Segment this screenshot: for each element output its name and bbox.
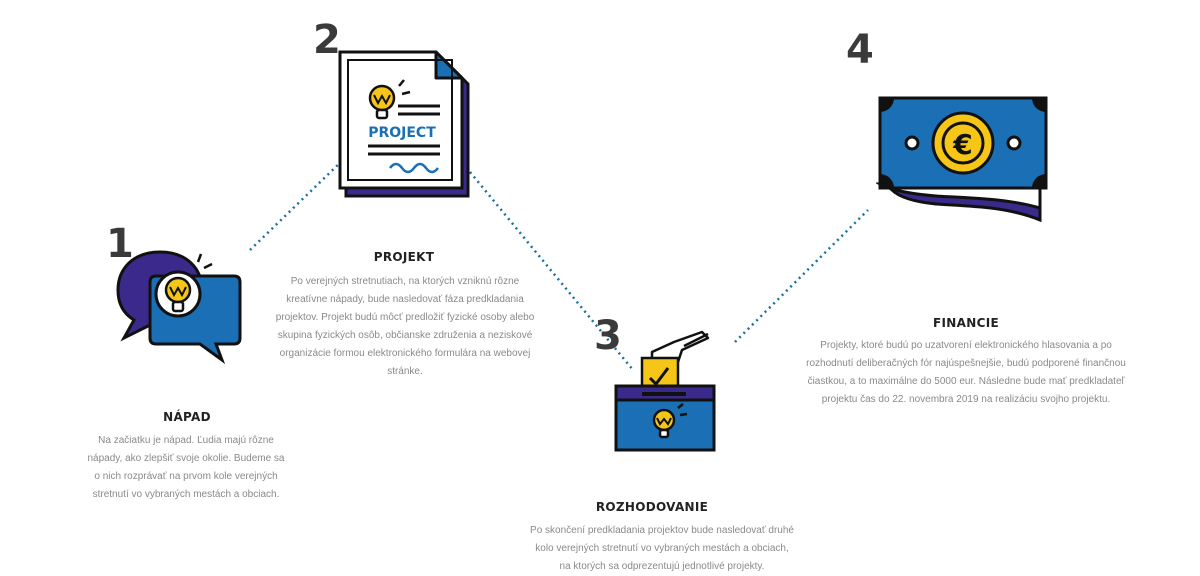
step-1-description: Na začiatku je nápad. Ľudia majú rôzne n… (87, 435, 285, 500)
step-3-number: 3 (594, 313, 622, 359)
euro-symbol: € (952, 128, 972, 161)
ballot-box-icon (614, 330, 716, 452)
step-1-title: NÁPAD (163, 410, 211, 424)
connector-3-4 (734, 209, 869, 343)
step-4-description: Projekty, ktoré budú po uzatvorení elekt… (806, 340, 1126, 405)
step-2-description: Po verejných stretnutiach, na ktorých vz… (275, 276, 535, 377)
project-document-icon: PROJECT (338, 50, 470, 198)
step-2-number: 2 (313, 17, 341, 63)
connector-2-3 (469, 171, 634, 371)
step-4-number: 4 (846, 27, 874, 73)
connector-1-2 (249, 157, 346, 251)
step-4-title: FINANCIE (933, 316, 999, 330)
idea-chat-bubbles-icon (116, 250, 242, 365)
euro-banknote-icon: € (876, 96, 1048, 222)
step-3-description: Po skončení predkladania projektov bude … (530, 525, 794, 572)
project-document-label: PROJECT (368, 125, 436, 141)
step-2-title: PROJEKT (373, 250, 435, 264)
step-3-title: ROZHODOVANIE (595, 500, 709, 514)
step-1-number: 1 (106, 221, 134, 267)
